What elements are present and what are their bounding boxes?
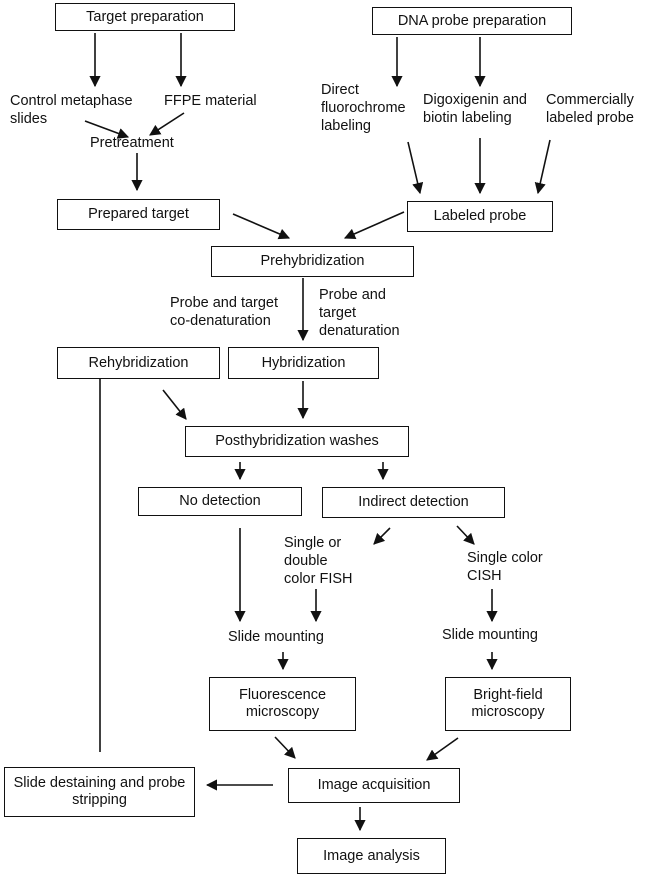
no-detection-box: No detection [138,487,302,516]
pretreatment-label: Pretreatment [90,135,174,151]
control-metaphase-label: Control metaphase slides [10,93,133,127]
image-analysis-box: Image analysis [297,838,446,874]
arrow-labeled-to-prehyb [343,211,405,240]
prehybridization-box: Prehybridization [211,246,414,277]
image-acquisition-box: Image acquisition [288,768,460,803]
slide-mounting-right-label: Slide mounting [442,627,538,643]
bright-field-microscopy-box: Bright-field microscopy [445,677,571,731]
slide-destaining-box: Slide destaining and probe stripping [4,767,195,817]
arrow-brightfield-to-acquisition [426,737,459,761]
single-double-fish-label: Single or double color FISH [284,535,353,587]
hybridization-box: Hybridization [228,347,379,379]
arrow-indirect-to-fish [373,527,391,545]
arrow-indirect-to-cish [456,525,475,545]
indirect-detection-box: Indirect detection [322,487,505,518]
arrow-prepared-to-prehyb [232,213,291,240]
single-color-cish-label: Single color CISH [467,550,543,584]
direct-fluorochrome-label: Direct fluorochrome labeling [321,82,406,134]
ffpe-material-label: FFPE material [164,93,257,109]
arrow-direct-to-labeled [407,141,424,195]
arrow-fluorescence-to-acquisition [274,736,296,759]
target-denaturation-label: Probe and target denaturation [319,287,400,339]
digoxigenin-biotin-label: Digoxigenin and biotin labeling [423,92,527,126]
arrow-rehyb-to-posthyb [162,389,187,420]
co-denaturation-label: Probe and target co-denaturation [170,295,279,329]
fluorescence-microscopy-box: Fluorescence microscopy [209,677,356,731]
prepared-target-box: Prepared target [57,199,220,230]
slide-mounting-left-label: Slide mounting [228,629,324,645]
commercially-labeled-label: Commercially labeled probe [546,92,634,126]
dna-probe-preparation-box: DNA probe preparation [372,7,572,35]
arrow-ffpe-to-pretreatment [149,112,185,136]
rehybridization-box: Rehybridization [57,347,220,379]
target-preparation-box: Target preparation [55,3,235,31]
arrow-commercial-to-labeled [534,139,551,195]
posthybridization-washes-box: Posthybridization washes [185,426,409,457]
labeled-probe-box: Labeled probe [407,201,553,232]
arrow-control-to-pretreatment [84,120,130,139]
